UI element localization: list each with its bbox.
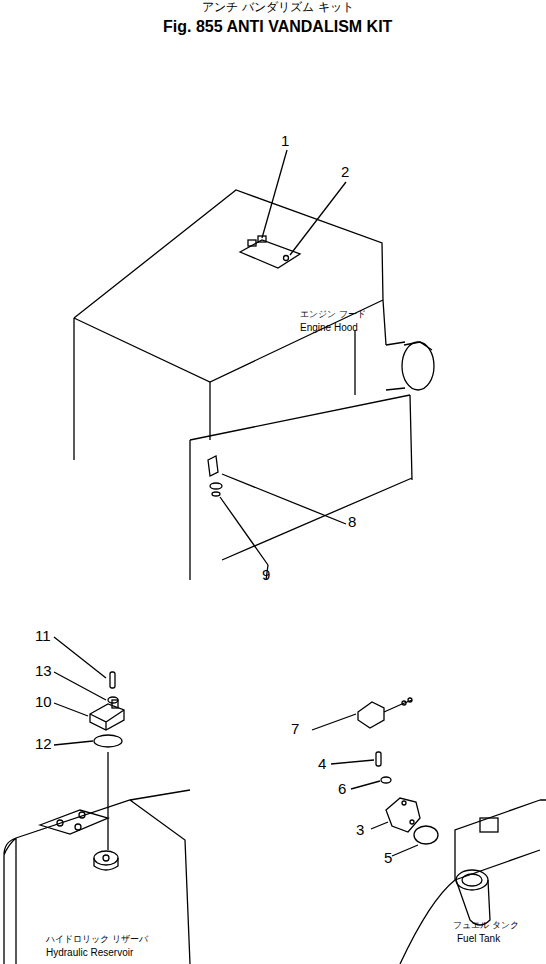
part-label: ハイドロリック リザーバ <box>46 935 148 945</box>
callout-number: 12 <box>35 736 52 753</box>
part-label: Fuel Tank <box>457 933 500 944</box>
callout-number: 9 <box>262 567 270 584</box>
callout-number: 11 <box>35 628 51 645</box>
callout-number: 6 <box>338 781 346 798</box>
part-label: Engine Hood <box>300 322 358 333</box>
figure-title: Fig. 855 ANTI VANDALISM KIT <box>163 18 392 36</box>
callout-number: 10 <box>35 694 52 711</box>
callout-number: 3 <box>356 822 364 839</box>
part-label: エンジン フード <box>300 310 366 320</box>
callout-number: 7 <box>291 721 299 738</box>
figure-title-jp: アンチ バンダリズム キット <box>202 1 354 14</box>
callout-number: 4 <box>318 756 326 773</box>
part-label: フュエル タンク <box>453 921 519 931</box>
part-label: Hydraulic Reservoir <box>46 947 133 958</box>
callout-number: 13 <box>35 663 52 680</box>
callout-number: 8 <box>348 514 356 531</box>
callout-number: 5 <box>384 850 392 867</box>
callout-number: 1 <box>281 133 289 150</box>
callout-number: 2 <box>341 164 349 181</box>
